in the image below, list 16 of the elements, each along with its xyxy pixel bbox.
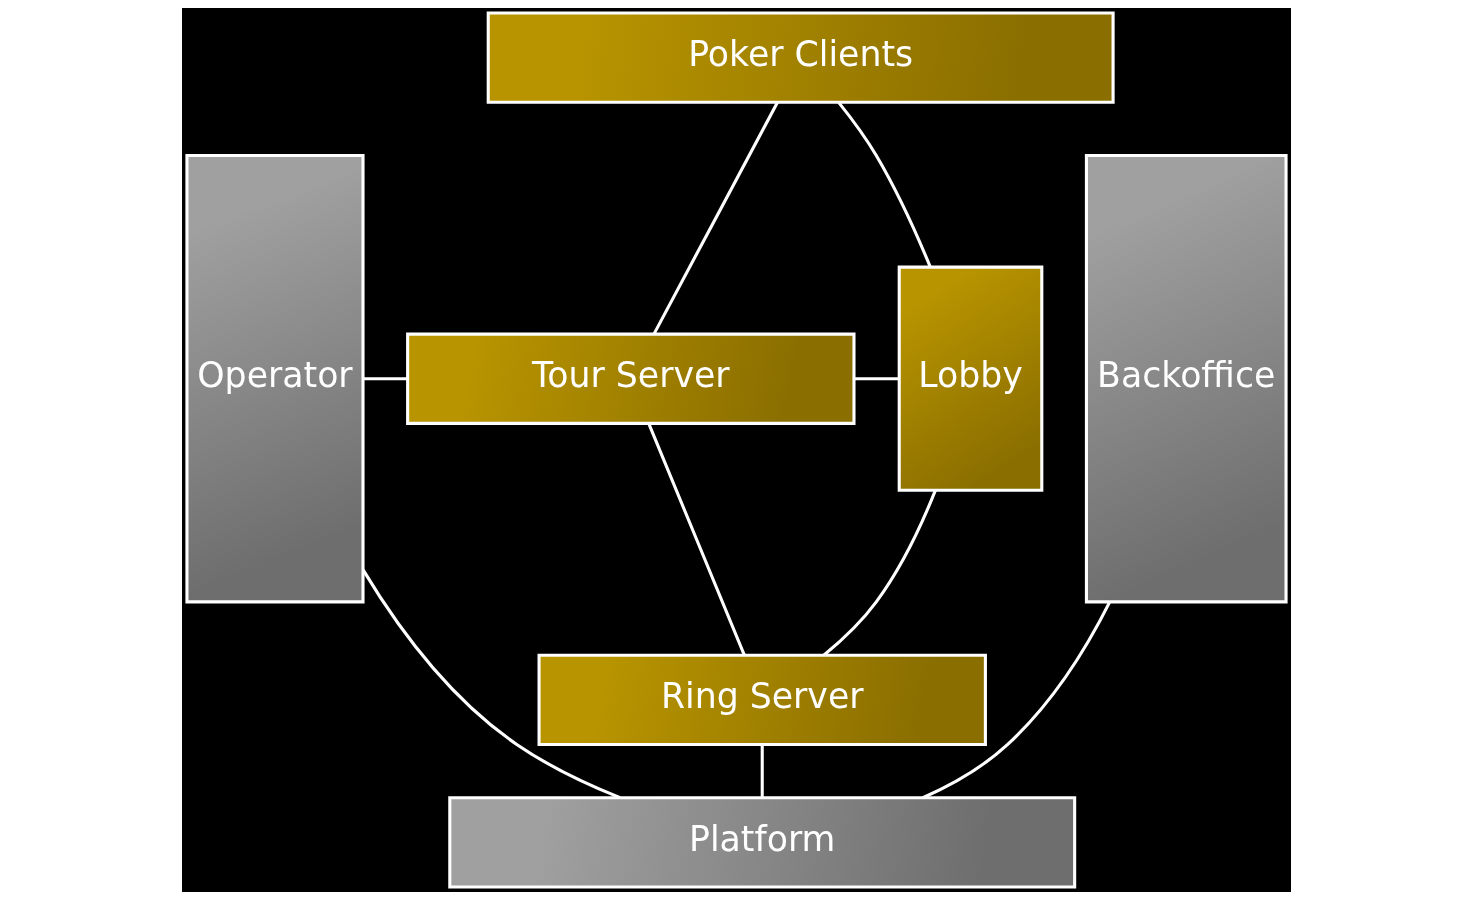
connector [760,744,764,798]
connector [652,101,779,335]
node-box: Ring Server [537,653,987,746]
node-box: Platform [447,796,1076,889]
connector [361,569,621,800]
connector [921,601,1111,800]
node-box: Tour Server [405,332,855,425]
node-box: Lobby [897,265,1043,492]
node-box: Poker Clients [486,11,1115,104]
node-box: Operator [184,154,365,604]
connector [646,423,746,656]
connector [836,101,932,268]
connector [853,377,899,381]
connector [822,489,937,657]
node-box: Backoffice [1084,154,1288,604]
connector [362,377,407,381]
